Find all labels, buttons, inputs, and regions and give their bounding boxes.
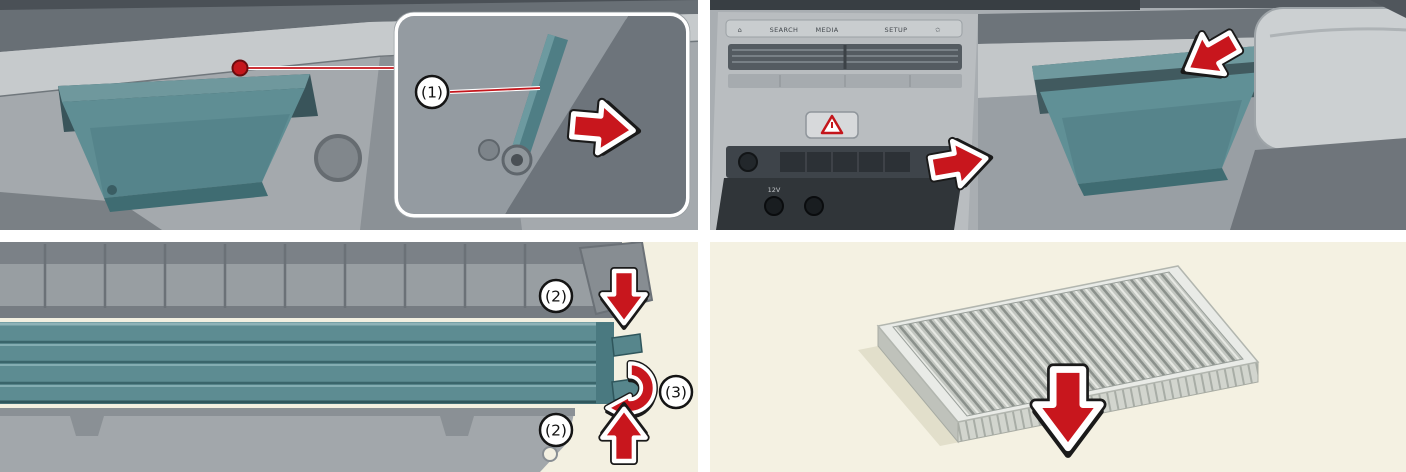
callout-1-label: (1) bbox=[414, 74, 450, 110]
callout-3-label: (3) bbox=[658, 374, 694, 410]
seat-silhouette bbox=[1230, 138, 1406, 230]
filter-housing-top bbox=[0, 242, 654, 318]
seat-silhouette bbox=[0, 192, 162, 230]
home-icon: ⌂ bbox=[738, 26, 743, 34]
hazard-button bbox=[805, 111, 859, 139]
cover-clip-top bbox=[611, 333, 643, 357]
power-outlet: 12V bbox=[716, 178, 962, 230]
door-speaker bbox=[314, 134, 362, 182]
cabin-air-filter bbox=[876, 265, 1260, 444]
glovebox-open bbox=[58, 74, 318, 212]
callout-2-top-label: (2) bbox=[538, 278, 574, 314]
panel-step1-open-glovebox: (1) bbox=[0, 0, 698, 230]
console-label-setup: SETUP bbox=[885, 26, 908, 34]
center-console: ⌂ SEARCH MEDIA SETUP ✩ bbox=[710, 12, 978, 230]
svg-text:(2): (2) bbox=[545, 422, 567, 440]
console-label-search: SEARCH bbox=[770, 26, 799, 34]
armrest bbox=[1254, 0, 1406, 151]
filter-cover bbox=[0, 322, 643, 404]
panel-step4-remove-filter bbox=[710, 242, 1406, 472]
air-vent bbox=[728, 44, 962, 70]
callout-2-bottom-label: (2) bbox=[538, 412, 574, 448]
filter-housing-bottom bbox=[0, 408, 575, 472]
star-icon: ✩ bbox=[935, 26, 941, 34]
panel-step2-press-sides: ⌂ SEARCH MEDIA SETUP ✩ bbox=[710, 0, 1406, 230]
svg-text:(2): (2) bbox=[545, 288, 567, 306]
damper-arm bbox=[478, 34, 568, 176]
svg-text:(1): (1) bbox=[421, 84, 443, 102]
console-label-media: MEDIA bbox=[815, 26, 838, 34]
glovebox-inset-zoom: (1) bbox=[393, 11, 691, 219]
svg-text:(3): (3) bbox=[665, 384, 687, 402]
panel-step3-remove-cover: (2) (3) (2) bbox=[0, 242, 698, 472]
callout-dot bbox=[231, 59, 249, 77]
screw-hole bbox=[542, 446, 558, 462]
outlet-label: 12V bbox=[768, 186, 781, 194]
